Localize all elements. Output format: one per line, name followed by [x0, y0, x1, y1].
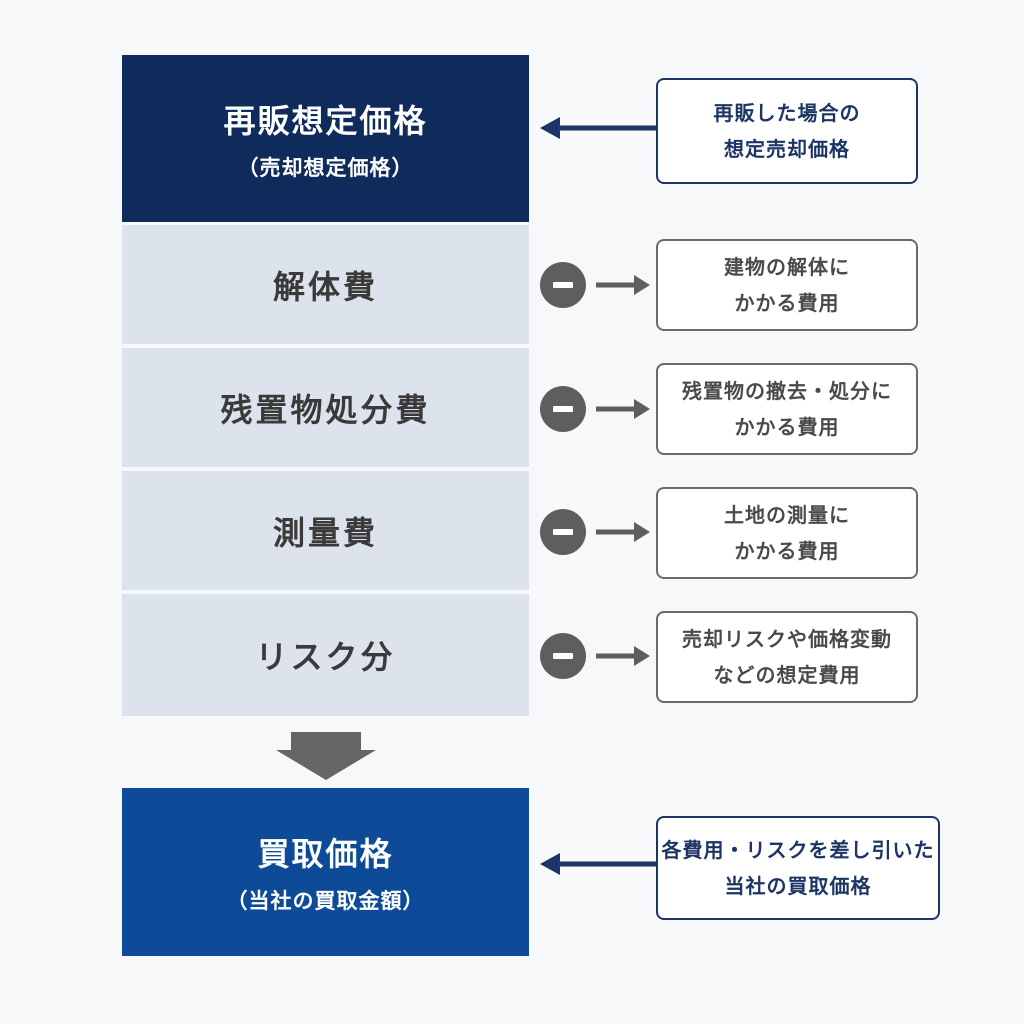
left-arrow-icon: [540, 853, 658, 875]
cost-note-box: 残置物の撤去・処分に かかる費用: [656, 363, 918, 455]
minus-icon: [540, 386, 586, 432]
down-arrow-icon: [276, 732, 376, 780]
note-line: 各費用・リスクを差し引いた: [661, 838, 935, 862]
right-arrow-icon: [596, 646, 650, 666]
cost-label: 解体費: [272, 267, 378, 306]
note-line: かかる費用: [734, 291, 840, 315]
note-line: 当社の買取価格: [724, 874, 872, 898]
note-line: などの想定費用: [713, 663, 861, 687]
right-arrow-icon: [596, 522, 650, 542]
cost-label: 残置物処分費: [220, 390, 431, 429]
left-arrow-icon: [540, 117, 658, 139]
note-line: 土地の測量に: [724, 503, 850, 527]
cost-row-risk: リスク分: [122, 594, 529, 716]
note-line: 残置物の撤去・処分に: [682, 379, 892, 403]
cost-row-survey: 測量費: [122, 471, 529, 590]
purchase-note-box: 各費用・リスクを差し引いた 当社の買取価格: [656, 816, 940, 920]
note-line: 売却リスクや価格変動: [682, 627, 892, 651]
minus-icon: [540, 262, 586, 308]
cost-note-box: 土地の測量に かかる費用: [656, 487, 918, 579]
resale-price-block: 再販想定価格 （売却想定価格）: [122, 55, 529, 222]
purchase-price-block: 買取価格 （当社の買取金額）: [122, 788, 529, 956]
note-line: 再販した場合の: [713, 101, 861, 125]
resale-price-subtitle: （売却想定価格）: [237, 155, 414, 180]
purchase-price-subtitle: （当社の買取金額）: [226, 889, 425, 913]
cost-row-disposal: 残置物処分費: [122, 348, 529, 467]
cost-row-demolition: 解体費: [122, 225, 529, 344]
cost-label: リスク分: [255, 638, 396, 676]
note-line: 建物の解体に: [724, 255, 850, 279]
right-arrow-icon: [596, 399, 650, 419]
minus-icon: [540, 509, 586, 555]
resale-price-title: 再販想定価格: [223, 101, 428, 140]
resale-note-box: 再販した場合の 想定売却価格: [656, 78, 918, 184]
purchase-price-title: 買取価格: [257, 835, 394, 873]
cost-note-box: 建物の解体に かかる費用: [656, 239, 918, 331]
cost-note-box: 売却リスクや価格変動 などの想定費用: [656, 611, 918, 703]
right-arrow-icon: [596, 275, 650, 295]
note-line: 想定売却価格: [724, 137, 850, 161]
cost-label: 測量費: [272, 513, 378, 552]
note-line: かかる費用: [734, 415, 840, 439]
minus-icon: [540, 633, 586, 679]
note-line: かかる費用: [734, 539, 840, 563]
